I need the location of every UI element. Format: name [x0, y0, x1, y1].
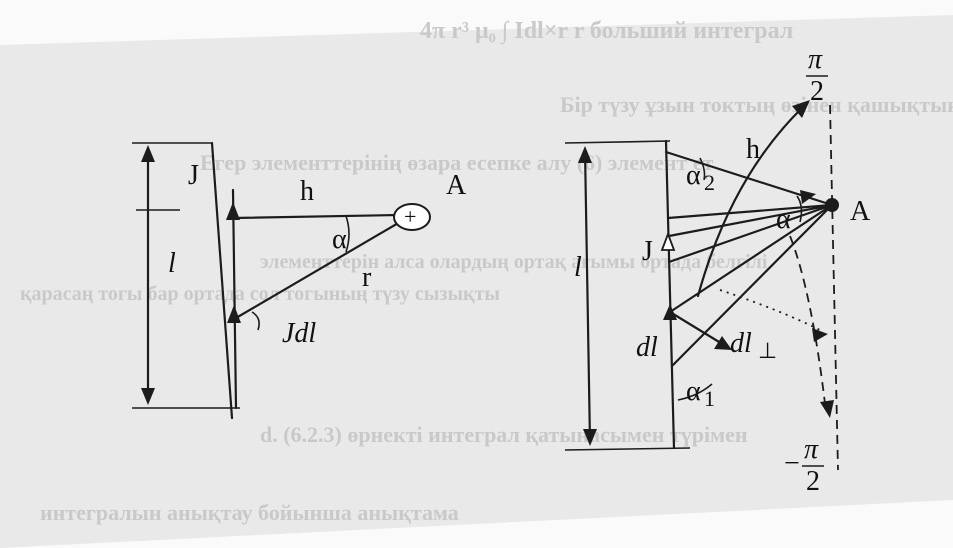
ghost-line-2: Бір түзу ұзын токтың өзінен қашықтықтағы… — [560, 92, 953, 117]
label-j-right: J — [642, 236, 653, 267]
dl-perp-arrow — [714, 336, 732, 350]
label-l-right: l — [574, 252, 582, 283]
label-r: r — [362, 262, 372, 293]
alpha2-arc — [699, 157, 706, 181]
label-alpha2: α — [686, 160, 701, 191]
bottom-minus: − — [784, 448, 800, 479]
wire-arrow-lower — [227, 305, 241, 323]
alpha-arc — [345, 215, 350, 253]
top-two: 2 — [810, 76, 824, 107]
line-to-a-2 — [667, 203, 834, 264]
small-arrow-a — [800, 190, 816, 204]
label-perp-sub: ⊥ — [758, 338, 777, 363]
label-alpha1-sub: 1 — [704, 386, 715, 411]
h-line-right — [666, 203, 834, 220]
line-alpha1 — [670, 203, 834, 368]
ghost-line-3: Егер элементтерінің өзара есепке алу (6)… — [200, 150, 714, 175]
right-dimension-line — [583, 148, 592, 444]
wire-segment — [231, 188, 238, 410]
top-pi: π — [808, 44, 823, 75]
label-dl: dl — [636, 332, 658, 363]
dashed-axis — [829, 104, 839, 471]
wire-arrow-upper — [226, 202, 240, 220]
label-a-right: A — [850, 196, 871, 227]
current-wire — [210, 141, 234, 420]
dashed-curve-arrow — [820, 400, 834, 418]
label-l-left: l — [168, 248, 176, 279]
right-current-wire — [664, 139, 676, 450]
label-h-right: h — [746, 134, 760, 165]
label-dl-perp: dl — [730, 328, 752, 359]
jdl-angle-arc — [251, 311, 260, 331]
alpha1-arc — [677, 383, 713, 401]
page-scan — [0, 15, 953, 548]
curve-top-arrow — [792, 100, 810, 118]
label-a-left: A — [446, 170, 467, 201]
dl-perp-line — [668, 310, 726, 347]
plus-sign: + — [404, 204, 416, 229]
left-dim-arrow-top — [141, 145, 155, 162]
right-dim-arrow-top — [578, 146, 592, 163]
left-figure: + J h A α r l Jdl⃗ — [132, 141, 467, 420]
r-line — [234, 220, 402, 320]
label-j-left: J — [188, 160, 199, 191]
right-bottom-tick — [564, 447, 691, 451]
right-dim-arrow-bottom — [583, 429, 597, 446]
right-top-tick — [564, 140, 671, 144]
ghost-line-1: 4π r³ μ₀ ∫ Idl×r r больший интеграл — [420, 18, 793, 45]
left-dim-arrow-bottom — [141, 388, 155, 405]
point-a-dot — [825, 198, 839, 212]
ghost-line-7: интегралын анықтау бойынша анықтама — [40, 500, 459, 525]
dashed-curve — [789, 235, 827, 413]
ghost-line-5: қарасаң тогы бар ортада сол тогының түзу… — [20, 283, 500, 305]
label-alpha1: α — [686, 376, 701, 407]
label-alpha-right: α — [776, 204, 791, 235]
bottom-pi: π — [804, 434, 819, 465]
right-wire-arrow-hollow — [660, 231, 676, 251]
ghost-line-6: d. (6.2.3) өрнекті интеграл қатынасымен … — [260, 422, 748, 447]
label-jdl: Jdl⃗ — [282, 318, 338, 349]
line-to-a-3 — [668, 203, 834, 314]
label-alpha-left: α — [332, 224, 347, 255]
label-alpha2-sub: 2 — [704, 170, 715, 195]
line-to-a-1 — [667, 203, 834, 238]
bottom-two: 2 — [806, 466, 820, 497]
point-a-marker — [393, 203, 431, 231]
ghost-line-4: элементтерін алса олардың ортақ ағымы ор… — [260, 251, 768, 273]
label-h-left: h — [300, 176, 314, 207]
alpha-arc-right — [796, 195, 803, 223]
bleed-through-text: 4π r³ μ₀ ∫ Idl×r r больший интеграл Бір … — [20, 18, 953, 525]
curve-top — [696, 108, 802, 298]
right-figure: h α 2 α A J l dl dl ⊥ α 1 π 2 − π 2 — [564, 44, 871, 497]
h-line — [231, 213, 400, 220]
